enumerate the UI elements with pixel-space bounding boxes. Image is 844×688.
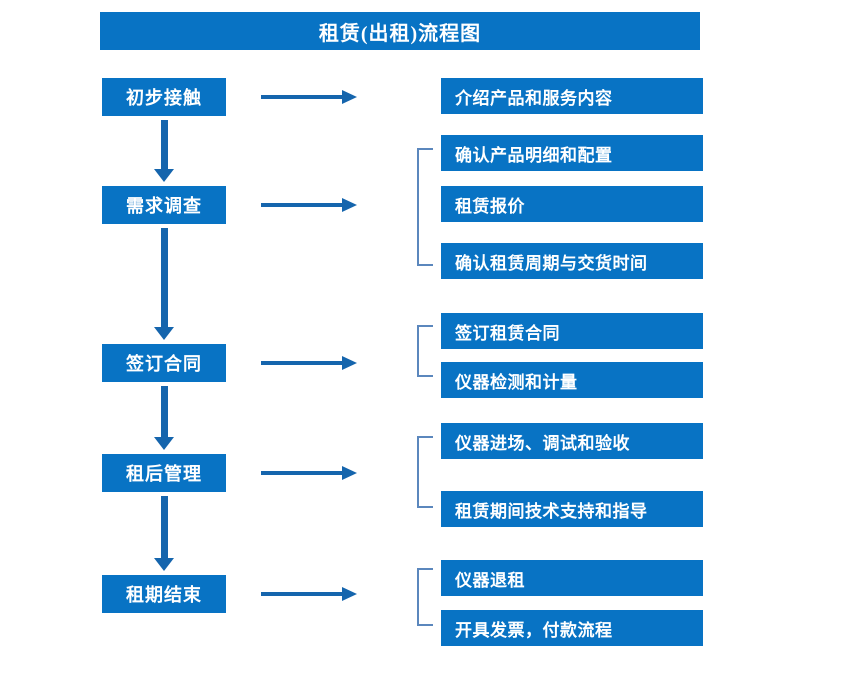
detail-box-租赁期间技术支持和指导[interactable]: 租赁期间技术支持和指导 [441, 491, 703, 527]
flow-arrow-right-2 [261, 198, 357, 212]
stage-node-租期结束[interactable]: 租期结束 [102, 575, 226, 613]
stage-node-租后管理[interactable]: 租后管理 [102, 454, 226, 492]
flow-arrow-down-2 [154, 228, 174, 340]
detail-box-仪器检测和计量[interactable]: 仪器检测和计量 [441, 362, 703, 398]
detail-box-介绍产品和服务内容[interactable]: 介绍产品和服务内容 [441, 78, 703, 114]
group-bracket-签订合同 [417, 325, 433, 377]
group-bracket-租后管理 [417, 436, 433, 508]
flow-arrow-down-4 [154, 496, 174, 571]
detail-box-签订租赁合同[interactable]: 签订租赁合同 [441, 313, 703, 349]
detail-box-确认产品明细和配置[interactable]: 确认产品明细和配置 [441, 135, 703, 171]
stage-node-初步接触[interactable]: 初步接触 [102, 78, 226, 116]
diagram-title: 租赁(出租)流程图 [100, 12, 700, 50]
flow-arrow-down-1 [154, 120, 174, 182]
stage-node-签订合同[interactable]: 签订合同 [102, 344, 226, 382]
flow-arrow-right-1 [261, 90, 357, 104]
flow-arrow-right-3 [261, 356, 357, 370]
flow-arrow-right-5 [261, 587, 357, 601]
stage-node-需求调查[interactable]: 需求调查 [102, 186, 226, 224]
detail-box-租赁报价[interactable]: 租赁报价 [441, 186, 703, 222]
flow-arrow-right-4 [261, 466, 357, 480]
flow-arrow-down-3 [154, 386, 174, 450]
group-bracket-需求调查 [417, 148, 433, 266]
detail-box-确认租赁周期与交货时间[interactable]: 确认租赁周期与交货时间 [441, 243, 703, 279]
detail-box-仪器进场调试和验收[interactable]: 仪器进场、调试和验收 [441, 423, 703, 459]
group-bracket-租期结束 [417, 568, 433, 626]
detail-box-仪器退租[interactable]: 仪器退租 [441, 560, 703, 596]
detail-box-开具发票付款流程[interactable]: 开具发票，付款流程 [441, 610, 703, 646]
